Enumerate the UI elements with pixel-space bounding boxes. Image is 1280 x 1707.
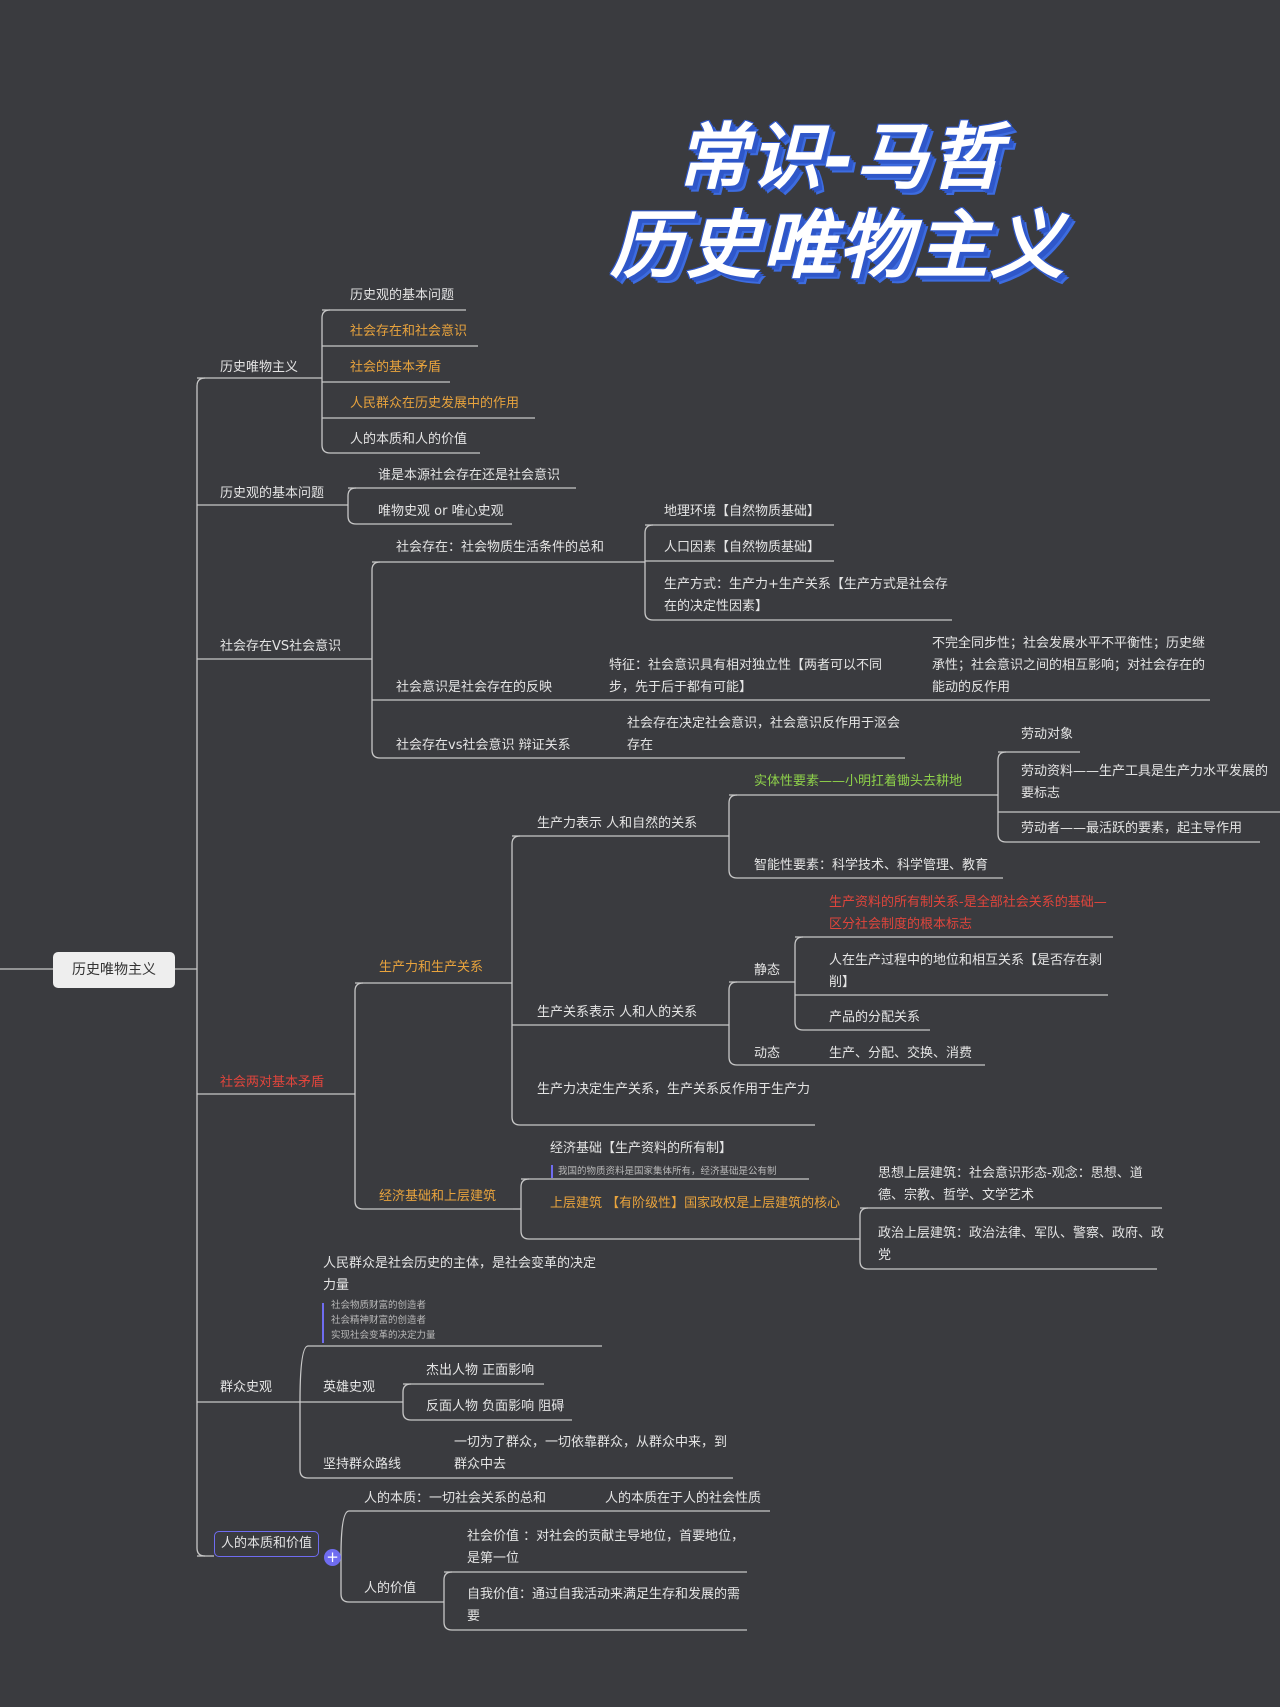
branch-existence-vs-consciousness[interactable]: 社会存在VS社会意识 <box>220 639 342 654</box>
b4-productive-forces[interactable]: 生产力表示 人和自然的关系 <box>537 816 698 831</box>
b1-item-5[interactable]: 人的本质和人的价值 <box>350 432 468 447</box>
b4-decides[interactable]: 生产力决定生产关系，生产关系反作用于生产力 <box>537 1082 811 1097</box>
b4-productive-forces-relations[interactable]: 生产力和生产关系 <box>379 960 484 975</box>
b5-note-1: 社会物质财富的创造者 <box>331 1300 427 1311</box>
b4-intellectual-elements[interactable]: 智能性要素：科学技术、科学管理、教育 <box>754 858 989 873</box>
b2-item-2[interactable]: 唯物史观 or 唯心史观 <box>378 504 504 519</box>
b3-s1-item-2[interactable]: 人口因素【自然物质基础】 <box>664 540 821 555</box>
b1-item-3[interactable]: 社会的基本矛盾 <box>350 360 442 375</box>
b4-entity-item-3[interactable]: 劳动者——最活跃的要素，起主导作用 <box>1021 821 1243 836</box>
b3-s2-detail[interactable]: 不完全同步性；社会发展水平不平衡性；历史继承性；社会意识之间的相互影响；对社会存… <box>932 636 1206 695</box>
b4-sup-item-2[interactable]: 政治上层建筑：政治法律、军队、警察、政府、政党 <box>878 1226 1165 1263</box>
b4-static-item-3[interactable]: 产品的分配关系 <box>829 1010 921 1025</box>
b5-mass-line[interactable]: 坚持群众路线 <box>323 1457 402 1472</box>
branch-basic-question[interactable]: 历史观的基本问题 <box>220 486 325 501</box>
title-line-1: 常识-马哲 <box>676 115 1004 199</box>
b4-entity-item-2[interactable]: 劳动资料——生产工具是生产力水平发展的要标志 <box>1021 764 1269 801</box>
b6-essence-detail[interactable]: 人的本质在于人的社会性质 <box>605 1491 762 1506</box>
b4-entity-elements[interactable]: 实体性要素——小明扛着锄头去耕地 <box>754 774 963 789</box>
b5-note-3: 实现社会变革的决定力量 <box>331 1330 436 1341</box>
b5-hero-view[interactable]: 英雄史观 <box>323 1380 376 1395</box>
b3-s3-detail[interactable]: 社会存在决定社会意识，社会意识反作用于沤会存在 <box>627 716 901 753</box>
b5-mass-line-detail[interactable]: 一切为了群众，一切依靠群众，从群众中来，到群众中去 <box>454 1435 728 1472</box>
b3-social-existence[interactable]: 社会存在：社会物质生活条件的总和 <box>396 540 605 555</box>
b1-item-1[interactable]: 历史观的基本问题 <box>350 288 455 303</box>
b4-sup-item-1[interactable]: 思想上层建筑：社会意识形态-观念：思想、道德、宗教、哲学、文学艺术 <box>878 1166 1143 1203</box>
b4-superstructure[interactable]: 上层建筑 【有阶级性】国家政权是上层建筑的核心 <box>550 1196 841 1211</box>
b4-static-item-1[interactable]: 生产资料的所有制关系-是全部社会关系的基础—区分社会制度的根本标志 <box>829 895 1107 932</box>
b4-dynamic[interactable]: 动态 <box>754 1046 781 1061</box>
expand-plus-icon[interactable]: + <box>324 1549 341 1566</box>
b4-economic-base-note: 我国的物质资料是国家集体所有，经济基础是公有制 <box>558 1166 777 1177</box>
branch-human-essence-value[interactable]: 人的本质和价值 <box>214 1531 320 1557</box>
title-line-2: 历史唯物主义 <box>610 203 1066 289</box>
b5-hero-item-1[interactable]: 杰出人物 正面影响 <box>426 1363 535 1378</box>
b6-value[interactable]: 人的价值 <box>364 1581 417 1596</box>
root-node[interactable]: 历史唯物主义 <box>53 952 175 988</box>
b3-s2-feature[interactable]: 特征：社会意识具有相对独立性【两者可以不同步，先于后于都有可能】 <box>609 658 883 695</box>
b3-dialectical[interactable]: 社会存在vs社会意识 辩证关系 <box>396 738 571 753</box>
branch-historical-materialism[interactable]: 历史唯物主义 <box>220 360 299 375</box>
b5-note-2: 社会精神财富的创造者 <box>331 1315 427 1326</box>
b2-item-1[interactable]: 谁是本源社会存在还是社会意识 <box>378 468 561 483</box>
b4-dynamic-item[interactable]: 生产、分配、交换、消费 <box>829 1046 973 1061</box>
b1-item-2[interactable]: 社会存在和社会意识 <box>350 324 468 339</box>
b4-base-superstructure[interactable]: 经济基础和上层建筑 <box>379 1189 497 1204</box>
b5-main[interactable]: 人民群众是社会历史的主体，是社会变革的决定力量 <box>323 1256 597 1293</box>
b4-static-item-2[interactable]: 人在生产过程中的地位和相互关系【是否存在剥削】 <box>829 953 1103 990</box>
b4-economic-base[interactable]: 经济基础【生产资料的所有制】 <box>550 1141 733 1156</box>
branch-mass-view[interactable]: 群众史观 <box>220 1380 273 1395</box>
b5-hero-item-2[interactable]: 反面人物 负面影响 阻碍 <box>426 1399 565 1414</box>
b3-s1-item-1[interactable]: 地理环境【自然物质基础】 <box>664 504 821 519</box>
b3-s1-item-3[interactable]: 生产方式：生产力+生产关系【生产方式是社会存在的决定性因素】 <box>664 577 948 614</box>
b3-social-consciousness[interactable]: 社会意识是社会存在的反映 <box>396 680 553 695</box>
b1-item-4[interactable]: 人民群众在历史发展中的作用 <box>350 396 520 411</box>
b6-value-item-2[interactable]: 自我价值：通过自我活动来满足生存和发展的需要 <box>467 1587 741 1624</box>
branch-two-contradictions[interactable]: 社会两对基本矛盾 <box>220 1075 325 1090</box>
b4-production-relations[interactable]: 生产关系表示 人和人的关系 <box>537 1005 698 1020</box>
b4-entity-item-1[interactable]: 劳动对象 <box>1021 727 1074 742</box>
b6-value-item-1[interactable]: 社会价值 ：对社会的贡献主导地位，首要地位，是第一位 <box>467 1529 745 1566</box>
b6-essence[interactable]: 人的本质：一切社会关系的总和 <box>364 1491 547 1506</box>
b4-static[interactable]: 静态 <box>754 963 781 978</box>
